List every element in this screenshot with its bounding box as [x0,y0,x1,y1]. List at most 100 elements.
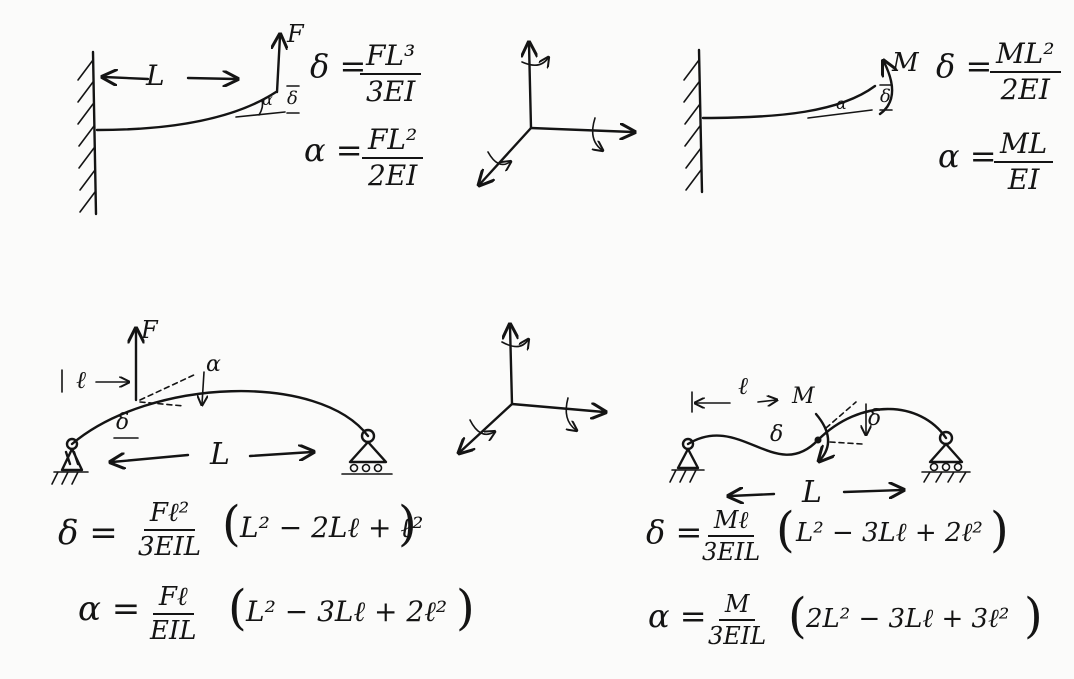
deflection-label-right: δ [868,406,882,431]
pin-ground [669,469,705,483]
tangent-line [825,401,857,429]
deflected-beam [701,84,877,120]
deflected-beam [70,389,370,446]
force-arrow [277,36,280,94]
fraction-numerator: Fℓ² [143,500,196,531]
deflection-formula-lhs: δ = [936,47,993,85]
roller-ground [921,471,971,483]
wall-line [697,48,704,194]
roller-wheels [349,463,383,473]
deflection-formula-fraction: Fℓ² 3EIL [138,500,201,560]
length-arrow-right [186,78,236,79]
close-paren: ) [456,580,475,636]
fraction-numerator: Mℓ [707,508,755,537]
angle-arrow [202,371,204,404]
deflection-formula-tail: L² − 3Lℓ + 2ℓ² [796,518,983,548]
fraction-numerator: M [718,592,756,621]
fraction-numerator: ML² [990,40,1061,73]
pin-support [676,447,700,470]
slope-formula-fraction: M 3EIL [708,592,766,648]
deflection-label: δ [116,410,130,435]
angle-label: α [262,90,273,109]
deflection-label: δ [770,422,784,447]
fraction-denominator: EI [1007,163,1040,196]
fraction-denominator: 3EIL [708,622,767,650]
slope-formula-lhs: α = [78,589,141,629]
simply-supported-moment-panel [669,391,971,496]
roller-support [348,440,388,464]
open-paren: ( [788,588,807,644]
moment-arrow [814,412,828,460]
slope-formula-lhs: α = [648,597,707,635]
moment-label: M [892,48,919,78]
deflection-bars [879,84,893,111]
slope-formula-fraction: ML EI [994,130,1054,196]
open-paren: ( [222,496,241,552]
pin-support [60,447,84,472]
roller-wheels [929,462,963,472]
force-label: F [141,316,158,344]
offset-label: ℓ [738,372,748,400]
fraction-numerator: FL² [362,126,424,159]
angle-arc [258,99,264,116]
fraction-denominator: 3EIL [702,538,761,566]
span-label: L [802,475,822,510]
deflection-label: δ [287,88,298,109]
span-arrow-left [730,494,776,496]
span-label: L [210,437,230,472]
deflection-formula-fraction: FL³ 3EI [360,42,422,108]
wall-hatching [683,59,702,191]
roller-support [928,442,964,464]
deflection-formula-fraction: ML² 2EI [990,40,1061,104]
deflected-beam [95,90,278,132]
moment-label: M [792,384,815,409]
deflection-label: δ [880,86,891,107]
deflection-formula-lhs: δ = [310,47,367,85]
span-arrow-left [112,455,190,462]
deflection-bars [286,85,300,114]
angle-label: α [206,352,221,377]
fraction-denominator: 2EI [367,159,418,192]
span-arrow-right [842,490,902,492]
close-paren: ) [398,496,417,552]
simply-supported-force-panel [51,330,393,485]
slope-formula-tail: L² − 3Lℓ + 2ℓ² [246,595,448,628]
deflection-formula-tail: L² − 2Lℓ + ℓ² [240,511,424,544]
tangent-line [235,111,286,118]
fraction-numerator: FL³ [360,42,422,75]
moment-arrow [878,62,892,116]
deflection-formula-lhs: δ = [646,513,703,551]
wall-hatching [77,59,96,213]
offset-arrow-right [757,400,776,402]
slope-formula-lhs: α = [938,137,997,175]
close-paren: ) [1024,588,1043,644]
axes-triad-top [480,44,633,184]
wall-line [91,50,98,216]
axes-triad-bottom [460,326,604,452]
force-label: F [287,20,304,48]
slope-formula-lhs: α = [304,131,363,169]
close-paren: ) [990,502,1009,558]
slope-formula-fraction: FL² 2EI [362,126,424,192]
angle-label: α [836,94,847,113]
tangent-line [807,109,873,119]
offset-label: ℓ [76,366,86,394]
length-arrow-left [104,77,150,79]
span-arrow-right [248,452,312,456]
open-paren: ( [228,580,247,636]
fraction-numerator: ML [994,130,1054,163]
deflection-formula-lhs: δ = [58,513,118,553]
fraction-denominator: 2EI [1000,73,1050,106]
fraction-denominator: 3EIL [138,532,202,562]
fraction-denominator: 3EI [365,75,416,108]
deflection-formula-fraction: Mℓ 3EIL [702,508,760,564]
length-label: L [146,59,165,92]
moment-point [814,436,822,444]
pin-ground [51,471,89,485]
cantilever-force-panel [77,36,300,216]
fraction-denominator: EIL [150,616,197,646]
deflection-line [829,441,863,445]
fraction-numerator: Fℓ [152,584,194,615]
